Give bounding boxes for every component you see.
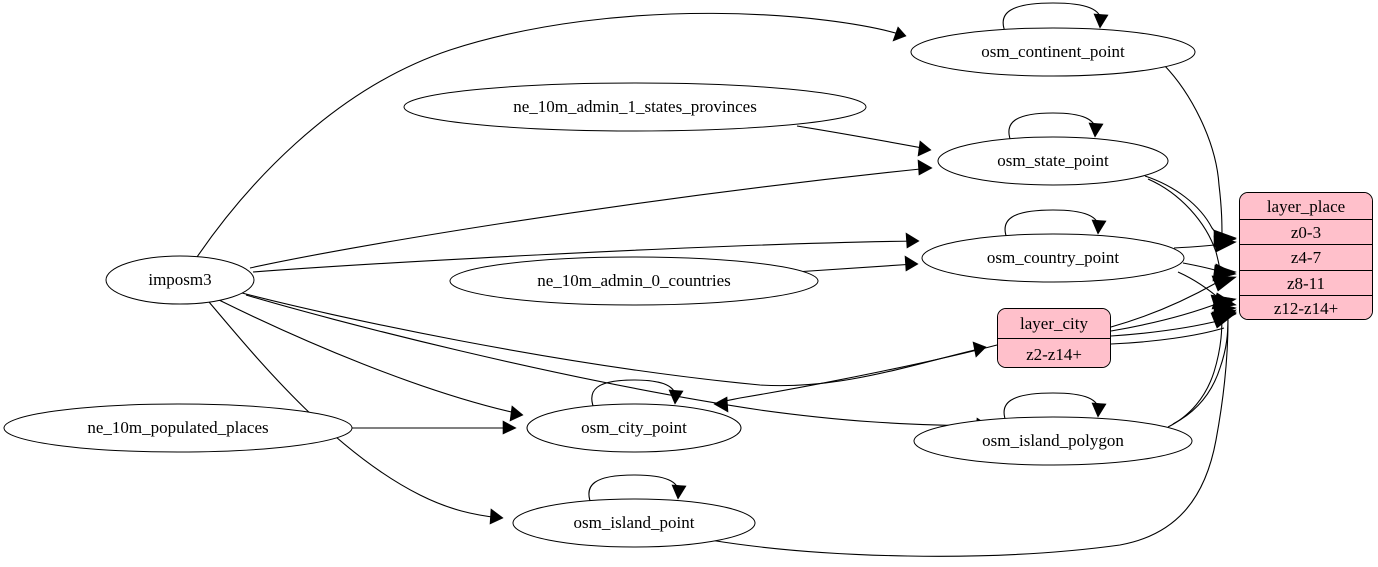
node-osm-state-point[interactable]: osm_state_point <box>937 136 1169 186</box>
edges-layer <box>196 2 1237 557</box>
edge-layer_city-to-osm_city_point <box>713 344 998 413</box>
node-label-osm-state-point: osm_state_point <box>997 151 1109 170</box>
layer-city-row-z2-z14plus[interactable]: z2-z14+ <box>998 338 1110 367</box>
layer-place-row-z4-7[interactable]: z4-7 <box>1240 244 1372 270</box>
node-imposm3[interactable]: imposm3 <box>105 255 255 305</box>
edge-self-loop-osm_island_point <box>588 474 687 507</box>
node-ne-10m-admin-1-states-provinces[interactable]: ne_10m_admin_1_states_provinces <box>403 82 867 132</box>
edge-imposm3-to-osm_continent_point <box>196 12 907 258</box>
edge-self-loop-osm_city_point <box>591 379 684 412</box>
edge-imposm3-to-osm_state_point <box>249 159 933 269</box>
node-label-osm-island-polygon: osm_island_polygon <box>982 431 1124 450</box>
record-node-layer-city[interactable]: layer_city z2-z14+ <box>997 308 1111 368</box>
edge-self-loop-osm_country_point <box>1004 209 1107 242</box>
edge-imposm3-to-osm_country_point <box>252 232 920 273</box>
edge-layer_city-to-layer_place-a <box>1110 275 1237 328</box>
node-osm-island-point[interactable]: osm_island_point <box>512 498 756 548</box>
edge-self-loop-osm_state_point <box>1008 112 1104 145</box>
node-ne-10m-populated-places[interactable]: ne_10m_populated_places <box>3 403 353 453</box>
node-osm-island-polygon[interactable]: osm_island_polygon <box>913 416 1193 466</box>
node-label-osm-island-point: osm_island_point <box>574 513 695 532</box>
node-osm-country-point[interactable]: osm_country_point <box>921 233 1185 283</box>
edge-imposm3-to-osm_city_point <box>218 299 524 422</box>
layer-place-row-z8-11[interactable]: z8-11 <box>1240 270 1372 295</box>
edge-imposm3-to-osm_island_point <box>208 301 504 525</box>
node-label-imposm3: imposm3 <box>148 270 211 289</box>
node-osm-city-point[interactable]: osm_city_point <box>526 403 742 453</box>
node-label-ne-states: ne_10m_admin_1_states_provinces <box>513 97 757 116</box>
layer-city-title: layer_city <box>998 309 1110 338</box>
node-label-ne-places: ne_10m_populated_places <box>87 418 268 437</box>
edge-ne_places-to-osm_city_point <box>352 420 517 435</box>
edge-ne_countries-to-osm_country_point <box>794 255 919 273</box>
layer-place-title: layer_place <box>1240 193 1372 219</box>
edge-imposm3-to-layer_city <box>241 292 987 387</box>
layer-place-row-z0-3[interactable]: z0-3 <box>1240 219 1372 244</box>
node-ne-10m-admin-0-countries[interactable]: ne_10m_admin_0_countries <box>449 256 819 306</box>
layer-place-row-z12-z14plus[interactable]: z12-z14+ <box>1240 295 1372 319</box>
node-label-ne-countries: ne_10m_admin_0_countries <box>537 271 731 290</box>
edge-osm_country_point-to-layer_place-a <box>1173 235 1237 253</box>
node-osm-continent-point[interactable]: osm_continent_point <box>910 27 1196 77</box>
node-label-osm-country-point: osm_country_point <box>987 248 1119 267</box>
edge-osm_state_point-to-layer_place-a <box>1144 175 1237 248</box>
edge-osm_continent_point-to-layer_place <box>1163 64 1237 247</box>
edge-osm_island_point-to-layer_place <box>709 307 1237 557</box>
record-node-layer-place[interactable]: layer_place z0-3 z4-7 z8-11 z12-z14+ <box>1239 192 1373 320</box>
edge-self-loop-osm_island_polygon <box>1003 392 1107 425</box>
edge-ne_states-to-osm_state_point <box>796 125 932 157</box>
edge-self-loop-osm_continent_point <box>1002 2 1109 35</box>
node-label-osm-city-point: osm_city_point <box>581 418 687 437</box>
node-label-osm-continent-point: osm_continent_point <box>981 42 1125 61</box>
nodes-layer: imposm3 ne_10m_admin_1_states_provinces … <box>3 27 1196 548</box>
